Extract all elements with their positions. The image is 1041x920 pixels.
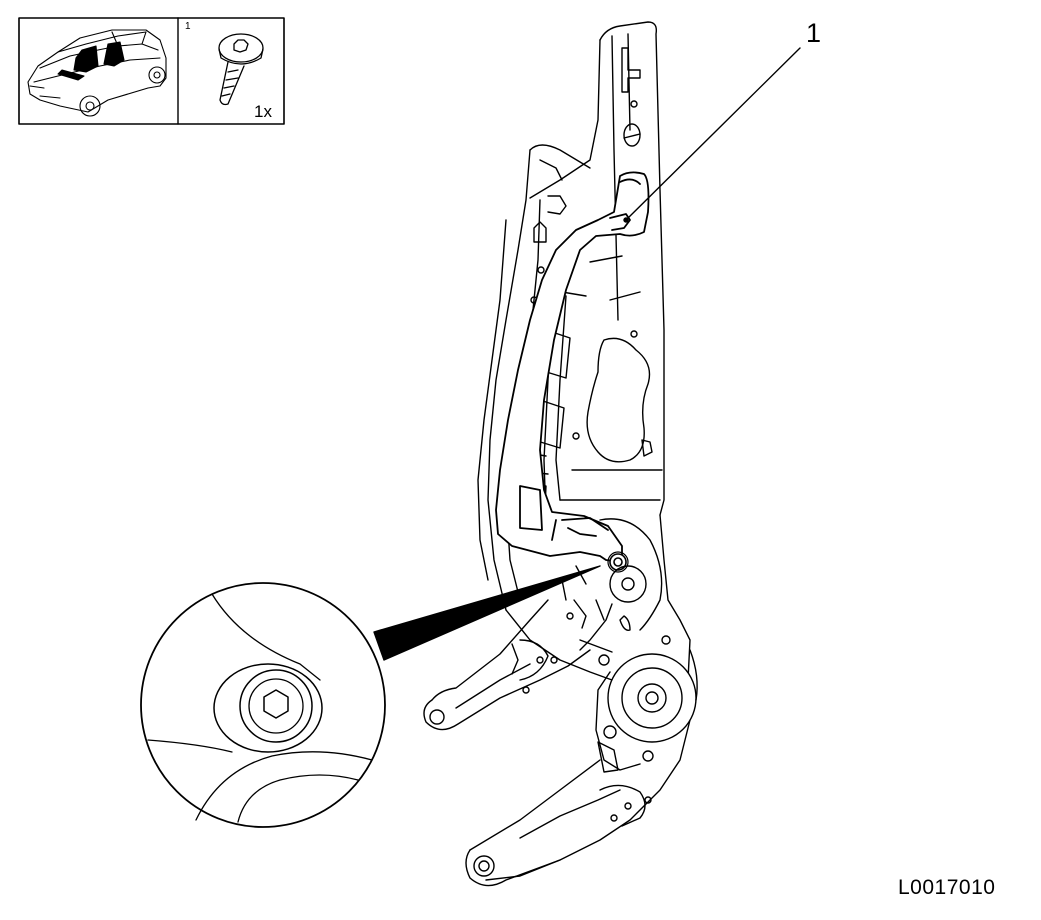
torx-bolt-icon: [219, 34, 263, 105]
callout-label: 1: [806, 18, 822, 48]
bracket-bolt: [610, 554, 626, 570]
bolt-location-marker: [608, 552, 628, 572]
car-seat-location-icon: [28, 30, 166, 116]
detail-pointer-wedge: [374, 566, 600, 660]
hex-socket-bolt-detail-icon: [141, 583, 385, 827]
figure-code: L0017010: [898, 876, 996, 899]
backrest-bracket: [496, 172, 649, 560]
inset-quantity: 1x: [254, 102, 272, 121]
inset-part-number: 1: [185, 21, 191, 32]
callout-leader-line: [624, 48, 800, 222]
seat-base-frame: [424, 515, 697, 886]
